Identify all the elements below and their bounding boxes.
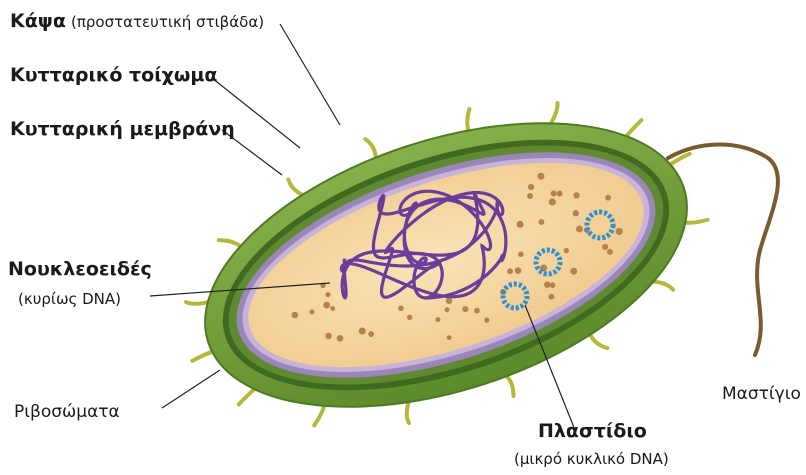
capsule-label: Κάψα (προστατευτική στιβάδα) xyxy=(10,10,264,32)
flagellum-label: Μαστίγιο xyxy=(722,384,801,404)
ribosome xyxy=(447,335,452,340)
nucleoid-title: Νουκλεοειδές xyxy=(8,258,152,280)
flagellum xyxy=(668,145,778,356)
ribosome xyxy=(573,210,579,216)
ribosome xyxy=(544,281,550,287)
ribosome xyxy=(325,292,330,297)
ribosome xyxy=(551,190,557,196)
ribosome xyxy=(368,331,374,337)
ribosome xyxy=(557,191,563,197)
ribosome xyxy=(507,268,513,274)
ribosome xyxy=(407,315,412,320)
ribosome xyxy=(570,268,577,275)
ribosome xyxy=(325,333,331,339)
ribosome xyxy=(446,297,453,304)
ribosome xyxy=(549,198,556,205)
ribosome xyxy=(435,317,440,322)
ribosome xyxy=(616,228,623,235)
cell-wall-label: Κυτταρικό τοίχωμα xyxy=(10,64,217,86)
capsule-note: (προστατευτική στιβάδα) xyxy=(71,13,264,31)
ribosome xyxy=(538,219,544,225)
ribosome xyxy=(323,302,330,309)
ribosome xyxy=(550,282,556,288)
ribosome xyxy=(573,192,579,198)
ribosome xyxy=(527,193,533,199)
ribosome xyxy=(474,308,480,314)
ribosome xyxy=(515,267,522,274)
ribosome xyxy=(528,184,534,190)
ribosome xyxy=(484,318,489,323)
ribosome xyxy=(607,249,613,255)
ribosome xyxy=(291,312,298,319)
ribosome xyxy=(517,221,524,228)
ribosome xyxy=(337,335,344,342)
ribosome xyxy=(330,306,335,311)
plasmid-note: (μικρό κυκλικό DNA) xyxy=(514,450,669,468)
ribosome xyxy=(359,328,366,335)
ribosome xyxy=(605,195,611,201)
capsule-title: Κάψα xyxy=(10,10,66,32)
ribosome xyxy=(462,306,468,312)
ribosome xyxy=(602,244,608,250)
ribosome xyxy=(537,173,544,180)
ribosome xyxy=(576,226,583,233)
ribosomes-label: Ριβοσώματα xyxy=(14,402,120,422)
ribosome xyxy=(564,248,569,253)
nucleoid-note: (κυρίως DNA) xyxy=(18,290,121,308)
ribosome xyxy=(445,307,450,312)
plasmid-title: Πλαστίδιο xyxy=(538,420,647,442)
cell-membrane-label: Κυτταρική μεμβράνη xyxy=(10,118,235,140)
ribosome xyxy=(398,305,404,311)
ribosome xyxy=(548,294,554,300)
ribosome xyxy=(309,309,314,314)
ribosome xyxy=(518,252,524,258)
